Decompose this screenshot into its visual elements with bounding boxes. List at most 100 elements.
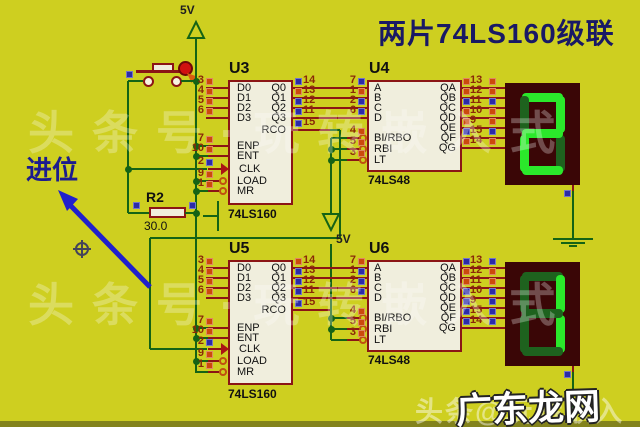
logic-state-indicator bbox=[206, 339, 213, 346]
active-low-bubble-icon bbox=[359, 336, 367, 344]
segment-a-dim bbox=[522, 272, 563, 281]
segment-g-lit bbox=[522, 129, 563, 138]
u3-pin-name: ENP bbox=[237, 140, 260, 152]
wire bbox=[462, 267, 505, 269]
u3-pin-name: MR bbox=[237, 185, 255, 197]
logic-state-indicator bbox=[206, 288, 213, 295]
u5-pin-name: Q0 bbox=[271, 262, 286, 274]
logic-state-indicator bbox=[206, 328, 213, 335]
chip-u5-part: 74LS160 bbox=[228, 387, 277, 401]
logic-state-indicator bbox=[564, 190, 571, 197]
logic-state-indicator bbox=[206, 362, 213, 369]
u3-pin-number: 5 bbox=[197, 94, 204, 106]
resistor-r2-body[interactable] bbox=[149, 207, 186, 218]
push-button-actuate-arrow-icon[interactable] bbox=[187, 73, 197, 83]
active-low-bubble-icon bbox=[219, 357, 227, 365]
logic-state-indicator bbox=[489, 138, 496, 145]
u5-pin-name: Q1 bbox=[271, 272, 286, 284]
u3-pin-number: 10 bbox=[191, 142, 204, 154]
logic-state-indicator bbox=[463, 268, 470, 275]
wire bbox=[208, 155, 228, 157]
segment-e-lit bbox=[520, 135, 529, 172]
u4-pin-name: QC bbox=[439, 102, 457, 114]
u6-pin-name: QB bbox=[440, 272, 456, 284]
push-button-cap[interactable] bbox=[152, 63, 174, 72]
u3-pin-name: D0 bbox=[237, 82, 252, 94]
u6-pin-number: 4 bbox=[349, 304, 356, 316]
u5-pin-name: D2 bbox=[237, 282, 252, 294]
wire bbox=[293, 277, 367, 279]
wire bbox=[572, 191, 574, 240]
logic-state-indicator bbox=[489, 78, 496, 85]
wire-junction bbox=[193, 178, 200, 185]
chip-u4-body[interactable] bbox=[367, 80, 462, 172]
u3-pin-name: Q3 bbox=[271, 112, 286, 124]
u4-pin-number: 10 bbox=[470, 104, 483, 116]
u6-pin-name: B bbox=[374, 272, 382, 284]
wire bbox=[462, 137, 505, 139]
seven-seg-display-1[interactable] bbox=[505, 83, 580, 185]
chip-u3-part: 74LS160 bbox=[228, 207, 277, 221]
wire bbox=[569, 245, 577, 247]
u6-pin-name: BI/RBO bbox=[374, 312, 412, 324]
logic-state-indicator bbox=[358, 268, 365, 275]
wire bbox=[553, 238, 593, 240]
vcc-label-top: 5V bbox=[180, 3, 195, 17]
u5-pin-name: Q3 bbox=[271, 292, 286, 304]
wire-junction bbox=[328, 157, 335, 164]
segment-c-lit bbox=[556, 315, 565, 353]
wire-junction bbox=[193, 153, 200, 160]
chip-u6-body[interactable] bbox=[367, 260, 462, 352]
logic-state-indicator bbox=[489, 318, 496, 325]
chip-u3-body[interactable] bbox=[228, 80, 293, 205]
wire bbox=[331, 159, 347, 161]
wire bbox=[206, 297, 228, 299]
active-low-bubble-icon bbox=[219, 368, 227, 376]
u5-pin-number: 15 bbox=[303, 296, 316, 308]
u4-pin-name: QE bbox=[440, 122, 456, 134]
u6-pin-name: QA bbox=[440, 262, 456, 274]
segment-d-dim bbox=[522, 347, 563, 356]
wire bbox=[462, 317, 505, 319]
u3-pin-number: 3 bbox=[197, 74, 204, 86]
wire bbox=[149, 238, 151, 349]
wire bbox=[462, 127, 505, 129]
seven-seg-display-2[interactable] bbox=[505, 262, 580, 366]
logic-state-indicator bbox=[295, 258, 302, 265]
wire bbox=[196, 155, 208, 157]
watermark-bottom-faint: 头条@玩转嵌入式 bbox=[415, 396, 625, 427]
wire bbox=[196, 360, 208, 362]
wire bbox=[208, 360, 219, 362]
u6-pin-number: 10 bbox=[470, 284, 483, 296]
u3-pin-name: D2 bbox=[237, 102, 252, 114]
u4-pin-name: D bbox=[374, 112, 382, 124]
logic-state-indicator bbox=[463, 118, 470, 125]
logic-state-indicator bbox=[206, 278, 213, 285]
bottom-edge-strip bbox=[0, 421, 640, 427]
logic-state-indicator bbox=[206, 268, 213, 275]
wire bbox=[208, 145, 228, 147]
u5-pin-number: 12 bbox=[303, 274, 316, 286]
logic-state-indicator bbox=[463, 88, 470, 95]
u4-pin-name: LT bbox=[374, 154, 387, 166]
u3-pin-name: Q1 bbox=[271, 92, 286, 104]
u6-pin-name: QC bbox=[439, 282, 457, 294]
schematic-title: 两片74LS160级联 bbox=[378, 18, 615, 49]
wire bbox=[293, 117, 367, 119]
logic-state-indicator bbox=[489, 128, 496, 135]
wire bbox=[330, 244, 332, 340]
logic-state-indicator bbox=[133, 202, 140, 209]
logic-state-indicator bbox=[295, 268, 302, 275]
wire bbox=[293, 297, 367, 299]
u4-pin-name: RBI bbox=[374, 143, 393, 155]
logic-state-indicator bbox=[489, 118, 496, 125]
wire bbox=[572, 366, 574, 372]
u6-pin-name: QG bbox=[438, 322, 456, 334]
u5-pin-name: CLK bbox=[239, 343, 261, 355]
clock-edge-marker-icon bbox=[221, 343, 229, 355]
wire bbox=[462, 307, 505, 309]
push-button-terminal-left[interactable] bbox=[143, 76, 154, 87]
wire bbox=[206, 267, 228, 269]
u3-pin-number: 14 bbox=[303, 74, 316, 86]
chip-u5-body[interactable] bbox=[228, 260, 293, 385]
